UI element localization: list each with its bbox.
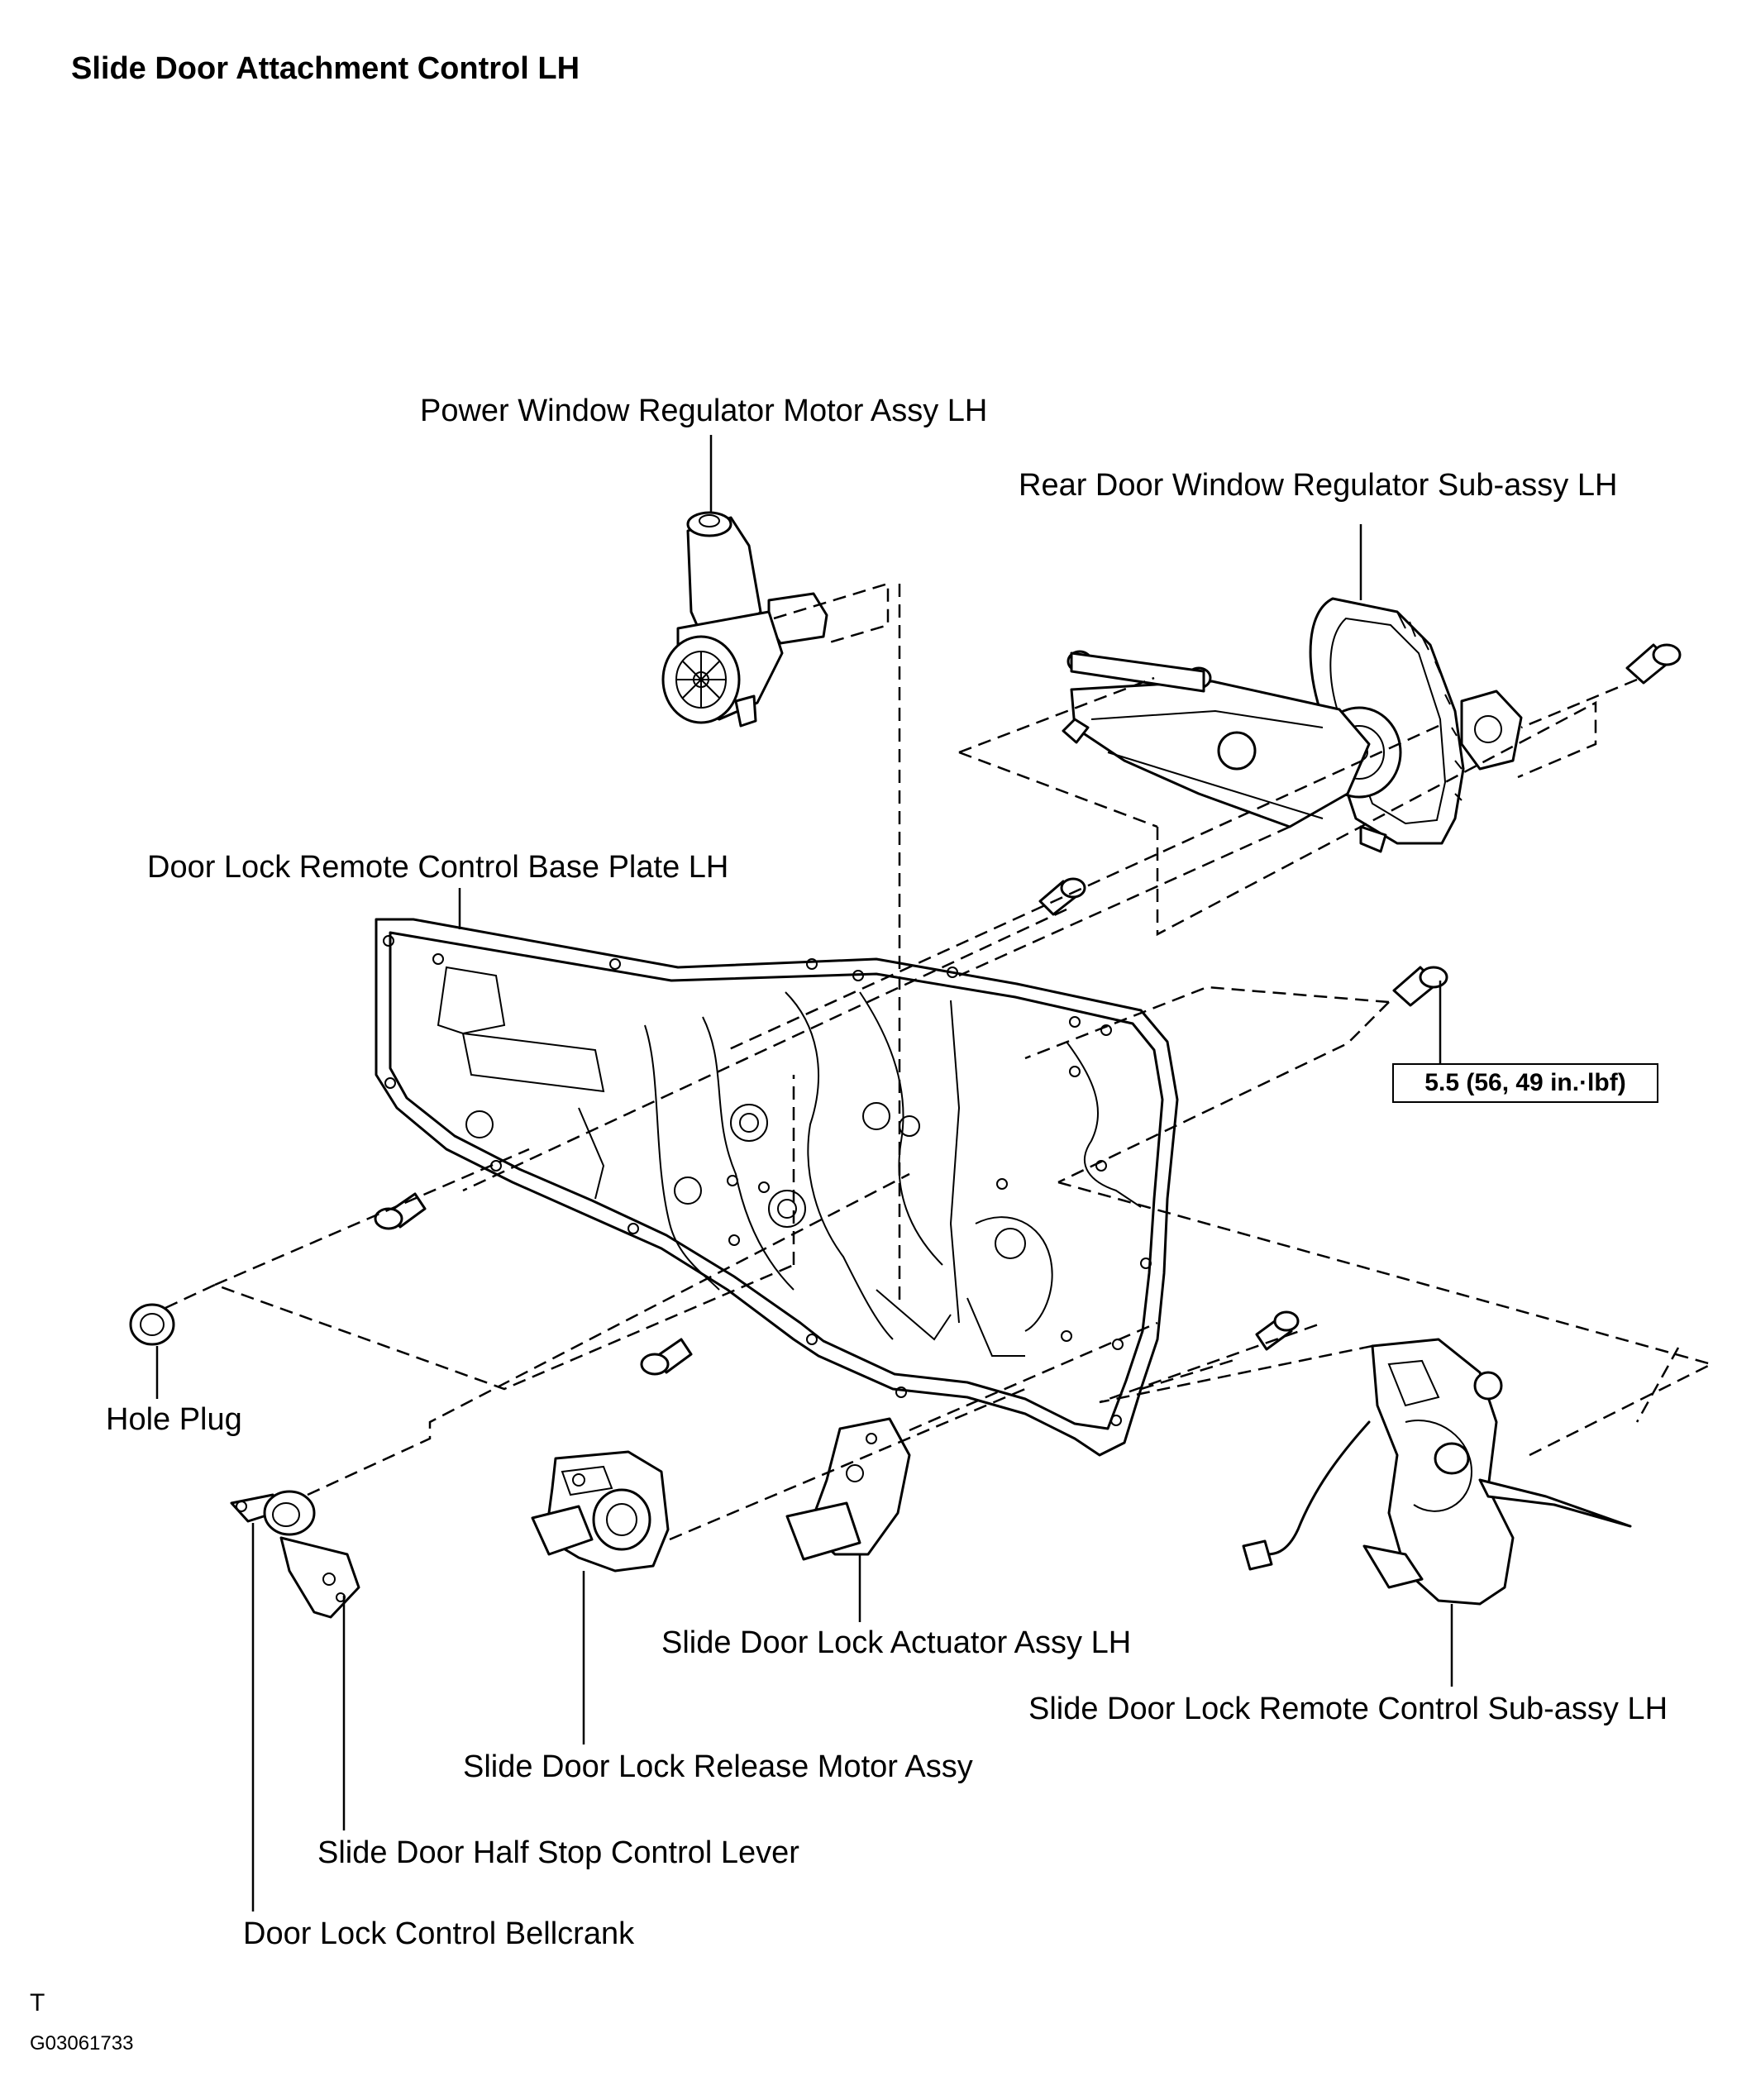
- leader-lines: [155, 435, 1453, 1911]
- rear-window-regulator: [1062, 597, 1523, 853]
- bolt-right-torque: [1392, 966, 1448, 1007]
- bolt-lower: [640, 1338, 693, 1376]
- release-motor: [531, 1450, 670, 1573]
- label-hole-plug: Hole Plug: [106, 1402, 242, 1437]
- label-release-motor: Slide Door Lock Release Motor Assy: [463, 1749, 973, 1784]
- bolt-left: [374, 1192, 427, 1230]
- label-remote-control: Slide Door Lock Remote Control Sub-assy …: [1028, 1692, 1668, 1726]
- bellcrank-lever: [230, 1490, 360, 1619]
- label-base-plate: Door Lock Remote Control Base Plate LH: [147, 850, 729, 885]
- bolt-mid: [1038, 877, 1086, 916]
- remote-control: [1242, 1338, 1632, 1606]
- label-power-window-motor: Power Window Regulator Motor Assy LH: [420, 394, 988, 428]
- footer-mark: T: [30, 1989, 45, 2016]
- label-actuator: Slide Door Lock Actuator Assy LH: [661, 1625, 1132, 1660]
- bolt-lower-right: [1255, 1310, 1300, 1351]
- hole-plug: [129, 1303, 175, 1346]
- bolt-top-right: [1625, 643, 1682, 685]
- base-plate: [375, 918, 1179, 1457]
- figure-code: G03061733: [30, 2032, 134, 2055]
- label-rear-window-regulator: Rear Door Window Regulator Sub-assy LH: [1019, 468, 1618, 503]
- label-half-stop-lever: Slide Door Half Stop Control Lever: [317, 1835, 799, 1870]
- torque-spec-box: 5.5 (56, 49 in.·lbf): [1392, 1063, 1658, 1103]
- label-bellcrank: Door Lock Control Bellcrank: [243, 1916, 635, 1951]
- lock-actuator: [785, 1417, 911, 1561]
- page-title: Slide Door Attachment Control LH: [71, 51, 580, 86]
- assembly-lines: [165, 582, 1715, 1541]
- power-window-motor: [661, 511, 828, 728]
